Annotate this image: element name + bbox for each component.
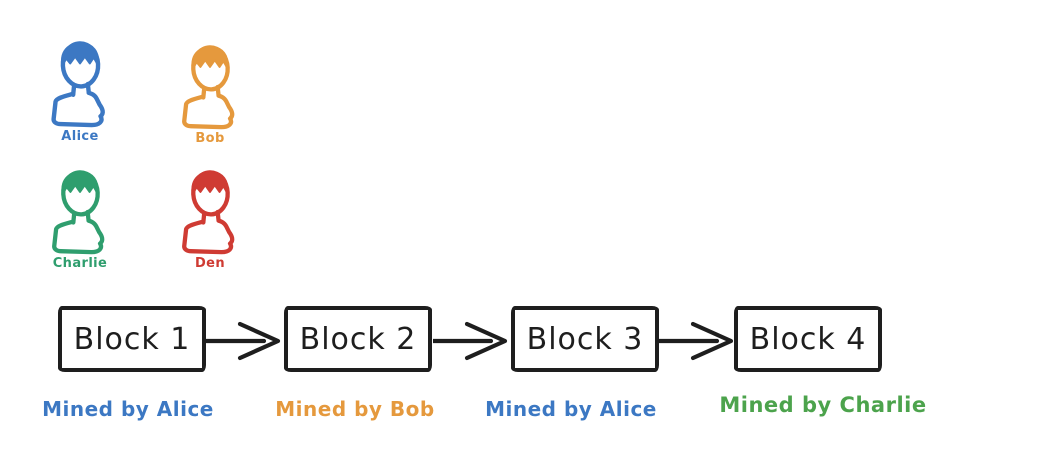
person-icon bbox=[178, 169, 242, 255]
person-figure-alice: Alice bbox=[44, 40, 116, 144]
person-icon bbox=[48, 169, 112, 255]
person-figure-charlie: Charlie bbox=[44, 169, 116, 271]
person-icon bbox=[178, 44, 242, 130]
block-3: Block 3 bbox=[511, 306, 659, 372]
person-label: Den bbox=[194, 256, 226, 271]
mined-by-label-block-4: Mined by Charlie bbox=[719, 393, 927, 417]
arrow-icon bbox=[206, 321, 281, 361]
person-label: Charlie bbox=[52, 256, 108, 271]
person-figure-den: Den bbox=[174, 169, 246, 271]
block-2: Block 2 bbox=[284, 306, 432, 372]
person-icon bbox=[48, 40, 112, 128]
person-label: Alice bbox=[61, 129, 99, 144]
arrow-icon bbox=[659, 321, 734, 361]
arrow-icon bbox=[433, 321, 508, 361]
block-1: Block 1 bbox=[58, 306, 206, 372]
mined-by-label-block-3: Mined by Alice bbox=[485, 397, 657, 421]
mined-by-label-block-2: Mined by Bob bbox=[275, 397, 435, 421]
person-figure-bob: Bob bbox=[174, 44, 246, 146]
block-4: Block 4 bbox=[734, 306, 882, 372]
mined-by-label-block-1: Mined by Alice bbox=[42, 397, 214, 421]
person-label: Bob bbox=[195, 131, 225, 146]
